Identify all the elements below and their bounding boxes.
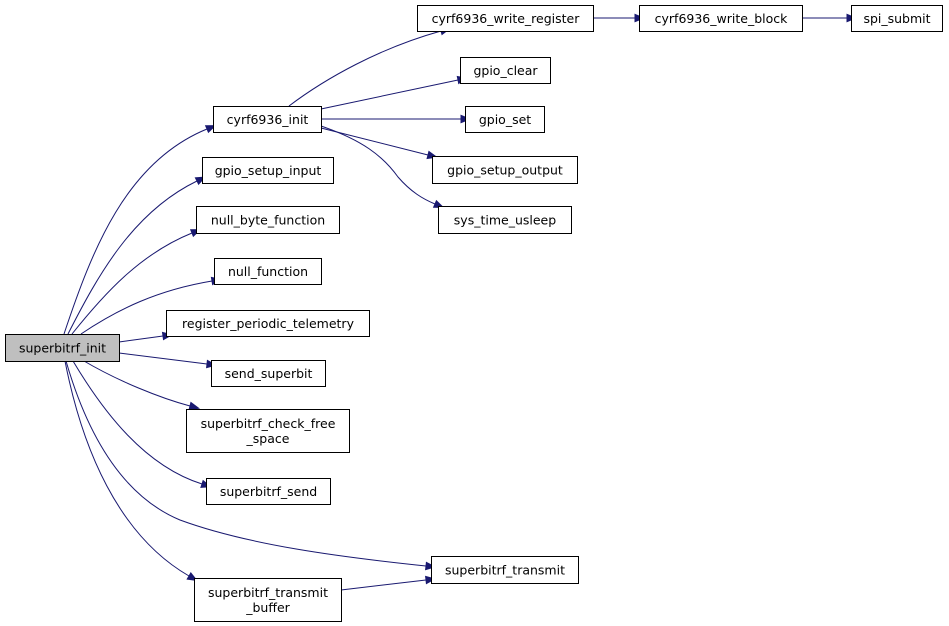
arrowhead-icon — [425, 575, 437, 585]
node-null-function[interactable]: null_function — [214, 258, 322, 285]
node-label: _space — [246, 431, 290, 446]
node-label: null_byte_function — [211, 213, 325, 228]
node-box[interactable] — [465, 106, 545, 133]
edges-layer — [63, 13, 858, 591]
edge-cyrf6936_init-to-gpio_set — [321, 114, 472, 124]
node-superbitrf-init[interactable]: superbitrf_init — [5, 334, 120, 362]
node-gpio-clear[interactable]: gpio_clear — [460, 57, 551, 84]
edge-cyrf6936_write_block-to-spi_submit — [802, 13, 858, 23]
node-box[interactable] — [206, 478, 331, 505]
node-superbitrf-send[interactable]: superbitrf_send — [206, 478, 331, 505]
node-label: null_function — [228, 264, 308, 279]
edge-line — [288, 30, 442, 107]
edge-line — [320, 125, 436, 205]
edge-line — [118, 335, 164, 343]
node-box[interactable] — [186, 409, 350, 453]
node-label: register_periodic_telemetry — [182, 316, 355, 331]
edge-line — [71, 232, 193, 335]
node-label: superbitrf_transmit — [445, 563, 565, 578]
node-label: superbitrf_check_free — [201, 416, 336, 431]
edge-superbitrf_init-to-register_periodic_telemetry — [118, 331, 174, 343]
edge-line — [320, 79, 459, 110]
node-box[interactable] — [639, 5, 803, 32]
arrowhead-icon — [204, 125, 217, 134]
edge-superbitrf_init-to-superbitrf_check_free_space — [83, 360, 200, 411]
edge-cyrf6936_init-to-cyrf6936_write_register — [288, 26, 451, 107]
edge-superbitrf_init-to-send_superbit — [118, 352, 218, 369]
node-label: _buffer — [245, 600, 290, 615]
node-superbitrf-transmit[interactable]: superbitrf_transmit — [431, 556, 579, 584]
node-superbitrf-transmit-buffer[interactable]: superbitrf_transmit_buffer — [194, 578, 342, 622]
node-box[interactable] — [194, 578, 342, 622]
edge-line — [80, 280, 213, 335]
node-superbitrf-check-free-space[interactable]: superbitrf_check_free_space — [186, 409, 350, 453]
node-sys-time-usleep[interactable]: sys_time_usleep — [438, 206, 572, 234]
node-label: gpio_set — [479, 112, 531, 127]
node-box[interactable] — [5, 334, 120, 362]
node-register-periodic-telemetry[interactable]: register_periodic_telemetry — [166, 310, 370, 337]
node-label: gpio_setup_output — [447, 163, 563, 178]
node-label: gpio_clear — [473, 63, 538, 78]
edge-cyrf6936_write_register-to-cyrf6936_write_block — [593, 13, 646, 23]
node-label: superbitrf_send — [220, 484, 317, 499]
node-label: spi_submit — [863, 11, 930, 26]
edge-superbitrf_init-to-superbitrf_transmit_buffer — [64, 360, 198, 582]
node-box[interactable] — [196, 206, 340, 234]
node-label: gpio_setup_input — [215, 163, 322, 178]
node-gpio-setup-input[interactable]: gpio_setup_input — [202, 157, 334, 184]
node-gpio-set[interactable]: gpio_set — [465, 106, 545, 133]
node-box[interactable] — [213, 106, 322, 133]
node-null-byte-function[interactable]: null_byte_function — [196, 206, 340, 234]
node-box[interactable] — [211, 360, 326, 387]
edge-line — [83, 360, 191, 407]
edge-superbitrf_init-to-superbitrf_transmit — [65, 360, 437, 571]
edge-line — [340, 579, 427, 591]
node-label: send_superbit — [225, 366, 313, 381]
node-cyrf6936-write-register[interactable]: cyrf6936_write_register — [417, 5, 594, 32]
node-label: cyrf6936_init — [227, 112, 309, 127]
node-label: sys_time_usleep — [454, 213, 556, 228]
arrowhead-icon — [188, 401, 200, 411]
edge-line — [65, 360, 427, 567]
node-box[interactable] — [460, 57, 551, 84]
edge-line — [67, 180, 198, 335]
node-box[interactable] — [431, 556, 579, 584]
edge-superbitrf_transmit_buffer-to-superbitrf_transmit — [340, 575, 437, 591]
edge-superbitrf_init-to-cyrf6936_init — [63, 125, 217, 335]
node-box[interactable] — [166, 310, 370, 337]
arrowhead-icon — [425, 561, 437, 571]
node-spi-submit[interactable]: spi_submit — [851, 5, 943, 32]
edge-line — [72, 360, 203, 485]
node-box[interactable] — [417, 5, 594, 32]
edge-cyrf6936_init-to-gpio_clear — [320, 75, 469, 110]
node-cyrf6936-init[interactable]: cyrf6936_init — [213, 106, 322, 133]
node-box[interactable] — [432, 156, 578, 184]
edge-line — [118, 352, 208, 365]
node-box[interactable] — [214, 258, 322, 285]
node-label: cyrf6936_write_block — [655, 11, 788, 26]
node-label: superbitrf_transmit — [208, 585, 328, 600]
node-box[interactable] — [438, 206, 572, 234]
edge-line — [64, 360, 190, 577]
node-send-superbit[interactable]: send_superbit — [211, 360, 326, 387]
node-label: superbitrf_init — [19, 341, 106, 356]
node-cyrf6936-write-block[interactable]: cyrf6936_write_block — [639, 5, 803, 32]
node-box[interactable] — [202, 157, 334, 184]
node-gpio-setup-output[interactable]: gpio_setup_output — [432, 156, 578, 184]
edge-cyrf6936_init-to-sys_time_usleep — [320, 125, 445, 209]
node-label: cyrf6936_write_register — [432, 11, 581, 26]
edge-line — [63, 128, 208, 335]
nodes-layer: superbitrf_init cyrf6936_init gpio_setup_i… — [5, 5, 943, 622]
node-box[interactable] — [851, 5, 943, 32]
